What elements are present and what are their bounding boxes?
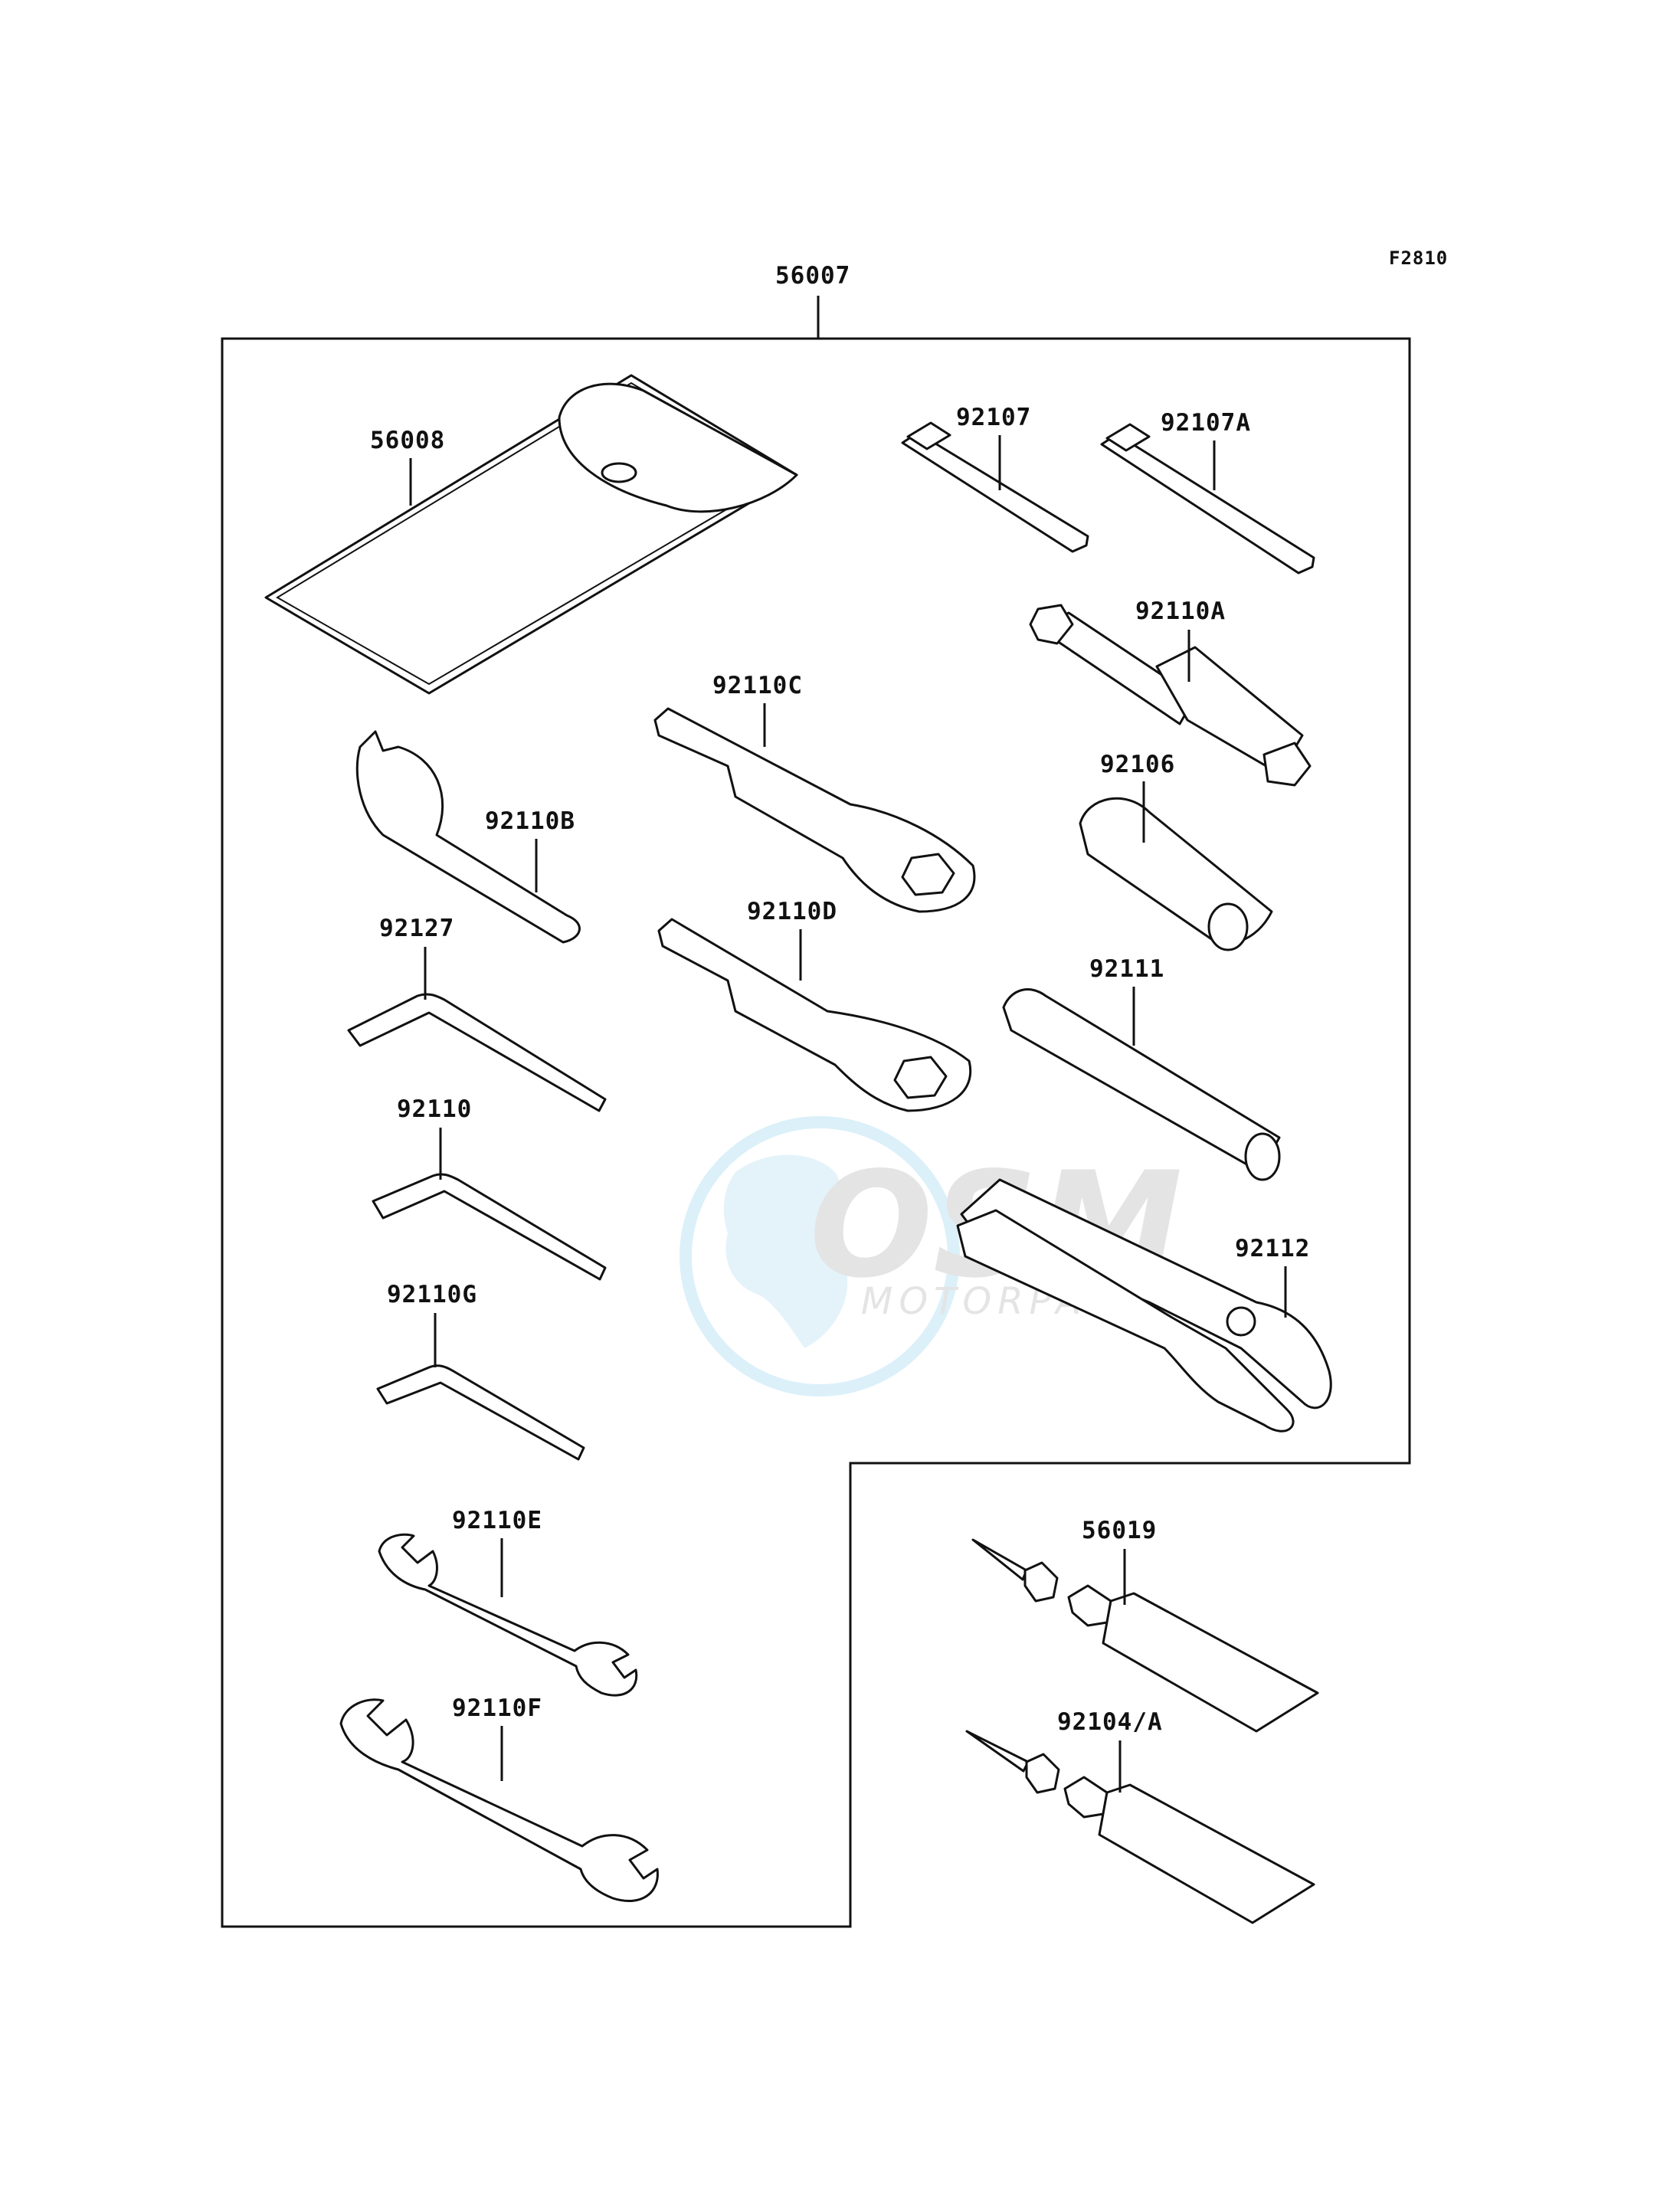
hex-key-92110 <box>372 1173 607 1281</box>
handle-bar-92111 <box>1002 988 1281 1181</box>
part-label-92110a: 92110A <box>1135 598 1226 625</box>
part-label-92110b: 92110B <box>485 807 575 835</box>
part-label-92110f: 92110F <box>452 1694 542 1722</box>
part-label-92106: 92106 <box>1100 751 1175 778</box>
pliers-92112 <box>956 1178 1332 1432</box>
part-label-56007: 56007 <box>775 262 850 290</box>
tool-case <box>264 374 798 695</box>
part-label-92111: 92111 <box>1089 955 1164 983</box>
ring-wrench-92110c <box>653 707 976 913</box>
socket-driver-92106 <box>1079 797 1273 951</box>
watermark-globe-icon <box>680 1116 960 1396</box>
hex-key-92127 <box>347 993 607 1112</box>
kit-frame <box>221 337 1411 1928</box>
grease-tube-92104a <box>965 1730 1315 1924</box>
figure-code: F2810 <box>1389 247 1448 269</box>
socket-wrench-92110a <box>1029 604 1312 787</box>
part-label-92107a: 92107A <box>1161 409 1251 437</box>
part-label-56008: 56008 <box>370 427 445 454</box>
part-label-92127: 92127 <box>379 915 454 942</box>
open-wrench-92110e <box>378 1533 638 1697</box>
screwdriver-bit-92107 <box>901 421 1089 553</box>
screwdriver-bit-92107a <box>1100 423 1315 575</box>
hex-key-92110g <box>376 1364 585 1461</box>
part-label-92104a: 92104/A <box>1057 1708 1163 1736</box>
hook-wrench-92110b <box>355 730 581 944</box>
part-label-92112: 92112 <box>1235 1235 1310 1262</box>
part-label-92107: 92107 <box>956 404 1031 431</box>
part-label-92110g: 92110G <box>387 1281 477 1308</box>
part-label-56019: 56019 <box>1082 1517 1157 1544</box>
part-label-92110e: 92110E <box>452 1507 542 1534</box>
grease-tube-56019 <box>971 1538 1319 1733</box>
part-label-92110c: 92110C <box>712 672 803 699</box>
ring-wrench-92110d <box>657 918 972 1112</box>
open-wrench-92110f <box>339 1698 659 1903</box>
part-label-92110: 92110 <box>397 1095 472 1123</box>
part-label-92110d: 92110D <box>747 898 837 925</box>
watermark-continents-icon <box>723 1154 848 1348</box>
